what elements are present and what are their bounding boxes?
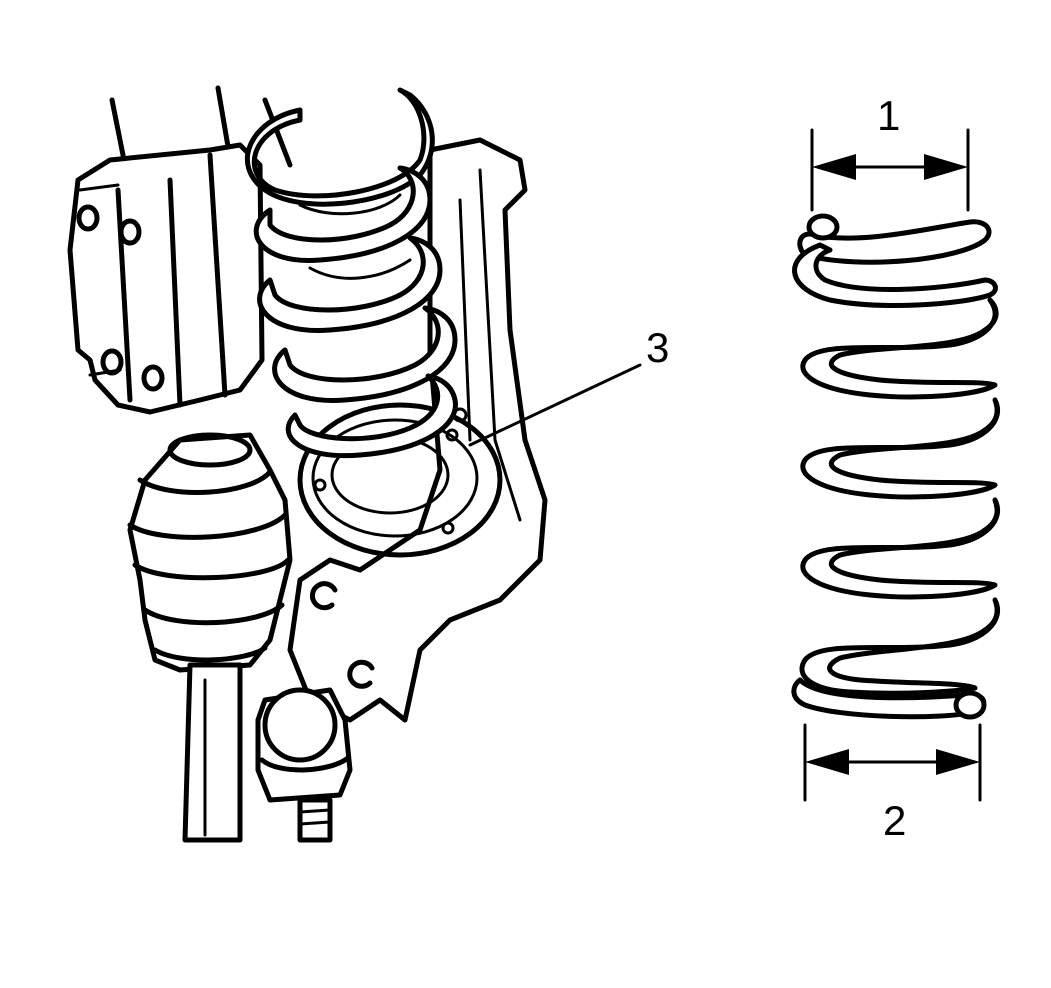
spring-bottom-end	[953, 690, 987, 720]
spring-seat	[297, 402, 503, 558]
callout-2-label: 2	[883, 797, 906, 844]
drive-shaft	[182, 662, 243, 843]
callout-3-label: 3	[646, 324, 669, 371]
callout-1-label: 1	[877, 92, 900, 139]
dimension-2	[803, 723, 982, 802]
callout-3-leader	[468, 363, 642, 447]
spring-top-end	[806, 213, 840, 241]
knuckle-bracket	[67, 142, 265, 415]
dimension-1	[810, 128, 970, 212]
installed-coil-spring	[244, 87, 458, 459]
free-coil-spring	[791, 213, 1001, 720]
strut-assembly	[67, 85, 548, 843]
cv-boot	[127, 432, 293, 673]
lower-control-arm	[287, 137, 548, 723]
ball-joint	[255, 687, 353, 843]
